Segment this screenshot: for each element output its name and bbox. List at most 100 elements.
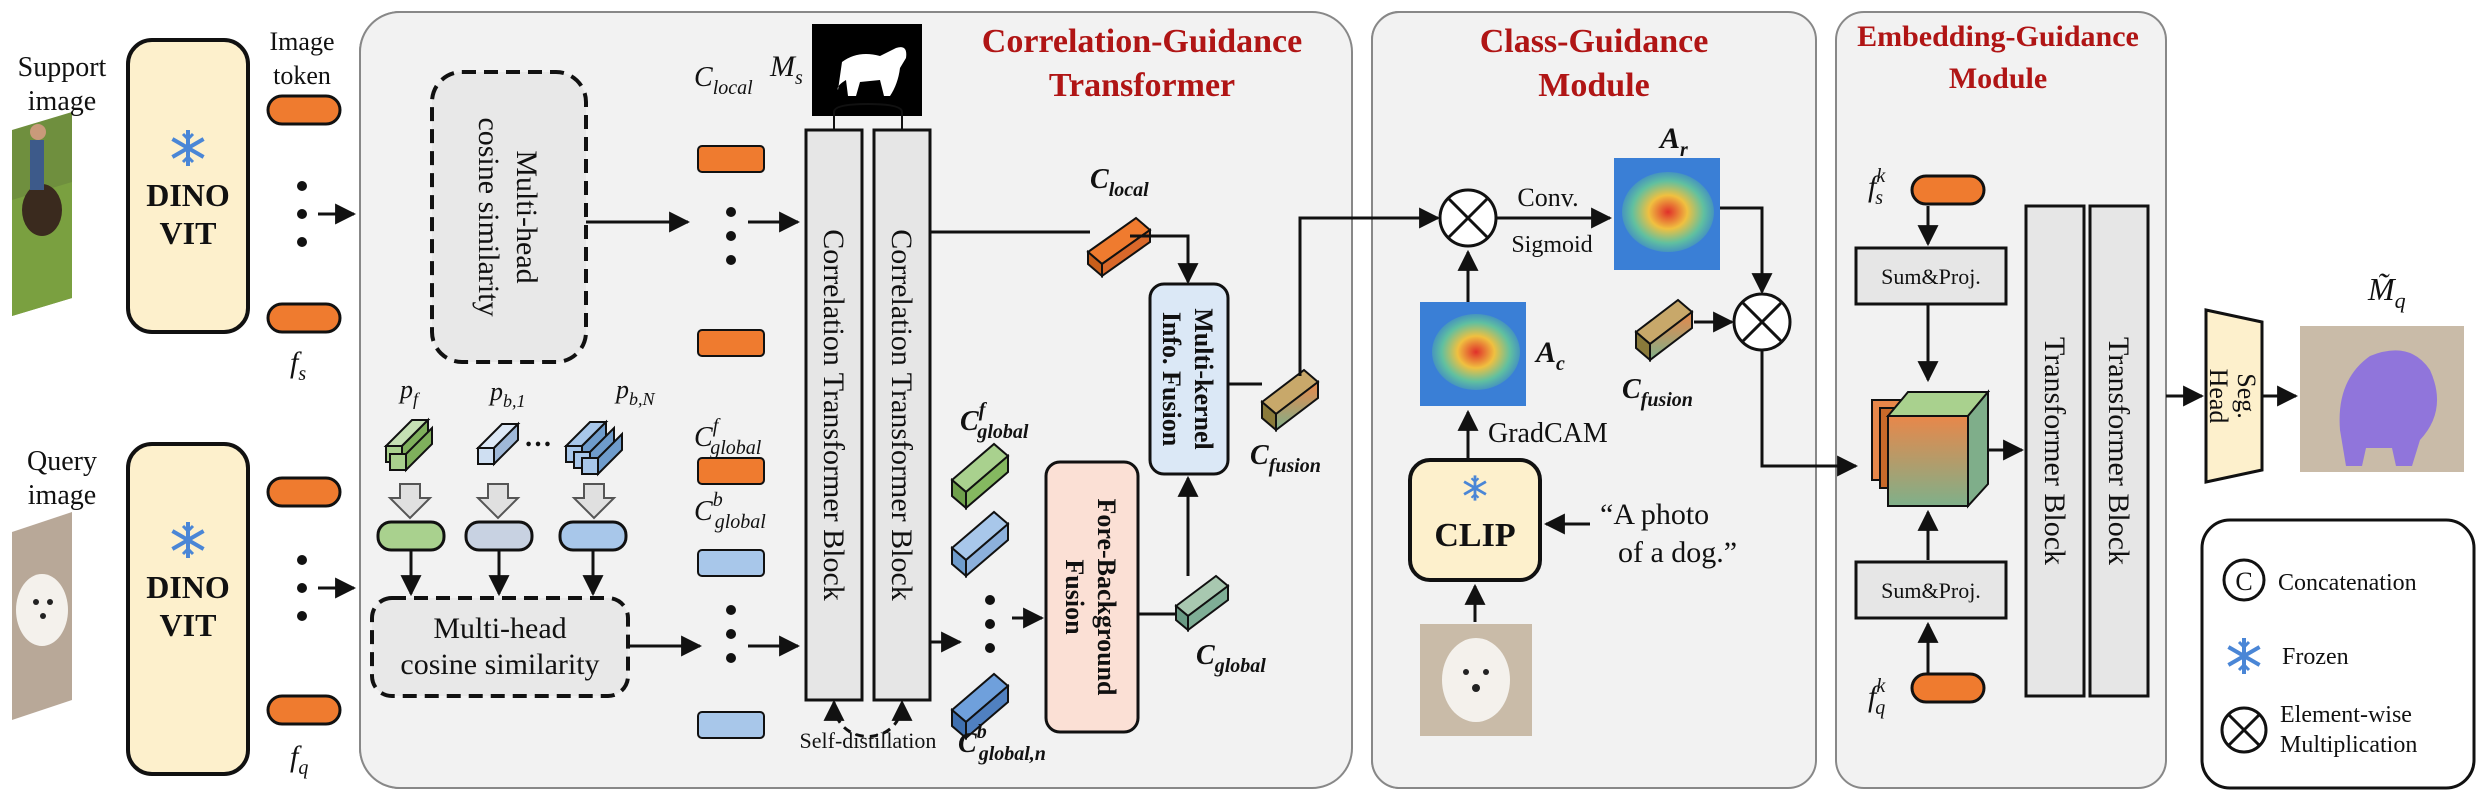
c-global-n-vector [950,672,1010,741]
c-global-vector [1174,574,1230,633]
heatmap-ac [1420,302,1526,406]
sigmoid-label: Sigmoid [1511,232,1592,258]
mhcs-top-label-1: Multi-head [510,150,543,283]
ellipsis-text: … [524,422,552,453]
corr-token [697,457,765,485]
p-bN-symbol: pb,N [614,375,656,409]
dino-label-1: DINO [146,569,230,605]
p-f-symbol: pf [398,375,421,409]
query-token [266,694,342,726]
self-distill-label: Self-distillation [800,728,937,753]
cgm-title-1: Class-Guidance [1480,23,1709,60]
support-image [12,112,72,316]
ctb-1 [804,128,864,702]
ellipsis-dots [726,207,736,265]
pb1-token [464,520,534,552]
support-label-1: Support [18,52,107,83]
m-hat-label: M̃q [2367,271,2406,313]
ms-label: Ms [769,50,803,89]
c-global-f-vector [950,442,1010,511]
fused-cube [1871,389,1991,509]
mkif-label-2: Info. Fusion [1157,312,1186,447]
image-token-label-2: token [273,61,331,90]
p-b1-symbol: pb,1 [488,377,526,411]
egm-title-2: Module [1949,62,2047,95]
support-mask [812,24,922,116]
multiply-icon [1732,292,1792,352]
egm-title-1: Embedding-Guidance [1857,20,2139,53]
transformer-block-2 [2088,204,2150,698]
ellipsis-dots [297,555,307,621]
mask-arrow [833,102,903,130]
support-label-2: image [28,86,96,117]
cgm-title-2: Module [1538,67,1649,104]
multi-kernel-info-fusion [1148,282,1230,476]
image-token-label-1: Image [270,27,335,56]
arrow [1298,207,1441,376]
multiply-icon [2220,706,2268,754]
prototype-pb1 [475,421,521,467]
ctb-2 [872,128,932,702]
a-c-label: Ac [1534,336,1565,375]
fore-background-fusion [1044,460,1140,734]
query-image [12,512,72,720]
ctb-label: Correlation Transformer Block [817,229,850,601]
dino-label-2: VIT [160,215,217,251]
mhcs-top-label-2: cosine similarity [472,117,505,316]
f-q-k-token [1910,672,1986,704]
cgt-title-1: Correlation-Guidance [982,23,1302,60]
cgt-title-2: Transformer [1049,67,1235,104]
legend-concatenation: Concatenation [2278,570,2417,596]
legend-elementwise-2: Multiplication [2280,732,2417,758]
f-q-symbol: fq [290,740,308,779]
dino-label-1: DINO [146,177,230,213]
gradcam-label: GradCAM [1488,418,1608,449]
dino-vit-support: DINO VIT [126,38,250,334]
c-fusion-cgm-label: Cfusion [1622,374,1693,411]
legend-frozen: Frozen [2282,644,2349,670]
svg-text:C: C [2235,567,2252,596]
a-r-label: Ar [1658,122,1688,161]
query-image-clip [1420,624,1532,736]
fbf-label-1: Fore-Background [1092,499,1121,696]
c-fusion-vector [1634,298,1694,363]
c-global-out-label: Cglobal [1196,640,1266,677]
predicted-mask [2300,326,2464,472]
corr-token [697,549,765,577]
f-s-k-token [1910,174,1986,206]
clip-label: CLIP [1434,517,1515,554]
seg-head-label-1: Seg. [2232,373,2261,419]
pf-token [376,520,446,552]
self-distill-arrow [823,699,913,738]
text-prompt-2: of a dog.” [1618,536,1737,569]
sum-proj-label: Sum&Proj. [1881,578,1981,603]
query-label-2: image [28,480,96,511]
arrow [1130,234,1199,285]
down-arrow-icon [387,483,617,520]
arrow [1760,350,1859,477]
c-global-b-vector [950,510,1010,579]
sum-proj-bottom [1854,560,2008,620]
query-label-1: Query [27,446,97,477]
ellipsis-dots [297,181,307,247]
sum-proj-label: Sum&Proj. [1881,264,1981,289]
transformer-block-1 [2024,204,2086,698]
mkif-label-1: Multi-kernel [1189,308,1218,450]
c-local-vector [1086,216,1152,279]
sum-proj-top [1854,246,2008,306]
conv-label: Conv. [1517,183,1578,212]
transformer-block-label: Transformer Block [2038,337,2071,565]
f-s-symbol: fs [290,346,306,385]
legend-elementwise-1: Element-wise [2280,702,2412,728]
query-token [266,476,342,508]
text-prompt-1: “A photo [1600,498,1709,531]
support-token [266,302,342,334]
prototype-pf [383,417,433,473]
c-local-out-label: Clocal [1090,164,1149,201]
c-fusion-vector [1260,368,1320,433]
